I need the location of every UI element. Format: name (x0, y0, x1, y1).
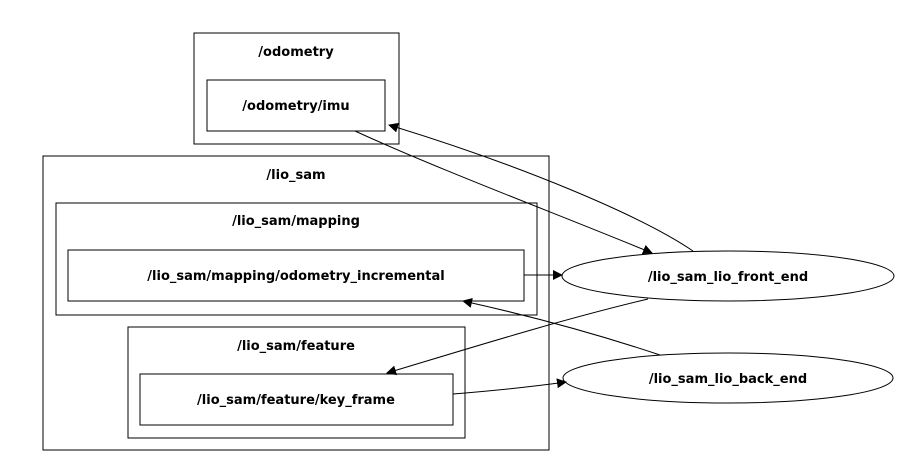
node-back-end[interactable]: /lio_sam_lio_back_end (562, 352, 894, 404)
topic-feature-key-frame-box[interactable] (139, 373, 454, 426)
node-back-end-label: /lio_sam_lio_back_end (649, 372, 807, 387)
cluster-mapping-label: /lio_sam/mapping (232, 214, 360, 229)
cluster-lio-sam-label: /lio_sam (266, 168, 325, 183)
topic-feature-key-frame[interactable]: /lio_sam/feature/key_frame (139, 373, 454, 426)
edge-key-frame-to-back-end (452, 378, 567, 395)
cluster-feature: /lio_sam/feature (127, 326, 466, 439)
node-front-end[interactable]: /lio_sam_lio_front_end (561, 250, 895, 302)
cluster-mapping-box (55, 202, 538, 316)
cluster-feature-label: /lio_sam/feature (237, 339, 355, 354)
topic-odometry-imu-label: /odometry/imu (242, 99, 349, 114)
edge-front-end-to-key-frame (386, 298, 649, 376)
edge-back-end-to-mapping (462, 298, 661, 356)
topic-mapping-odometry-incremental[interactable]: /lio_sam/mapping/odometry_incremental (67, 249, 525, 302)
edge-front-end-to-imu (388, 122, 694, 252)
cluster-mapping: /lio_sam/mapping (55, 202, 538, 316)
cluster-lio-sam: /lio_sam (42, 155, 550, 451)
edge-imu-to-front-end (354, 130, 653, 255)
topic-mapping-odometry-incremental-label: /lio_sam/mapping/odometry_incremental (147, 269, 444, 284)
edges (354, 122, 694, 395)
cluster-odometry-box (193, 32, 400, 145)
node-front-end-label: /lio_sam_lio_front_end (648, 270, 808, 285)
topic-odometry-imu[interactable]: /odometry/imu (206, 79, 386, 132)
topic-odometry-imu-box[interactable] (206, 79, 386, 132)
node-back-end-ellipse[interactable] (562, 352, 894, 404)
cluster-lio-sam-box (42, 155, 550, 451)
cluster-odometry: /odometry (193, 32, 400, 145)
cluster-odometry-label: /odometry (258, 45, 334, 60)
cluster-feature-box (127, 326, 466, 439)
topic-feature-key-frame-label: /lio_sam/feature/key_frame (197, 393, 395, 408)
